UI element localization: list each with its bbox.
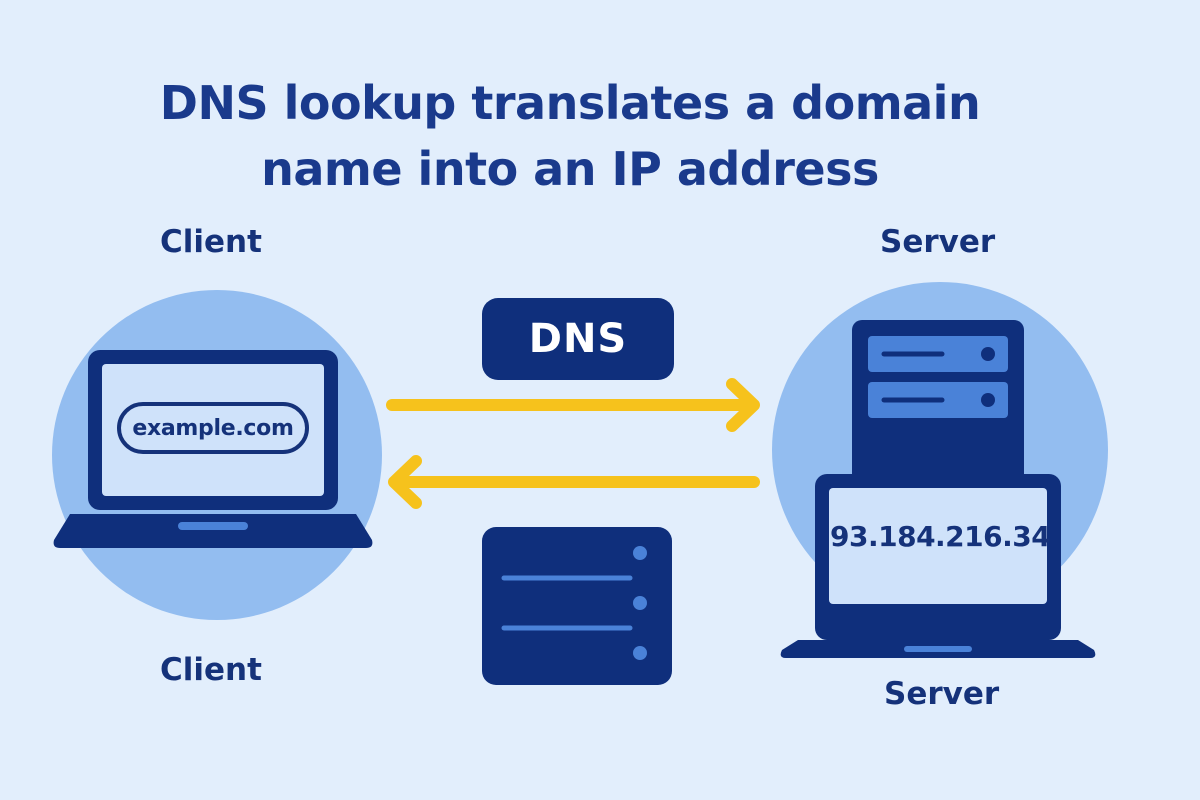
dns-server-icon xyxy=(482,527,672,685)
arrow-right-icon xyxy=(386,378,760,432)
client-label-bottom: Client xyxy=(160,652,262,688)
domain-address-bar: example.com xyxy=(117,402,309,454)
diagram-title: DNS lookup translates a domain name into… xyxy=(100,70,1040,202)
client-label-top: Client xyxy=(160,224,262,260)
server-label-bottom: Server xyxy=(884,676,1000,712)
server-rack-icon xyxy=(852,320,1024,492)
arrow-left-icon xyxy=(388,455,760,509)
client-laptop-icon xyxy=(53,350,373,548)
dns-badge: DNS xyxy=(482,298,674,380)
title-line-2: name into an IP address xyxy=(261,142,879,196)
title-line-1: DNS lookup translates a domain xyxy=(159,76,981,130)
server-label-top: Server xyxy=(880,224,996,260)
server-laptop-icon xyxy=(780,474,1096,658)
ip-address-text: 93.184.216.34 xyxy=(830,520,1051,553)
